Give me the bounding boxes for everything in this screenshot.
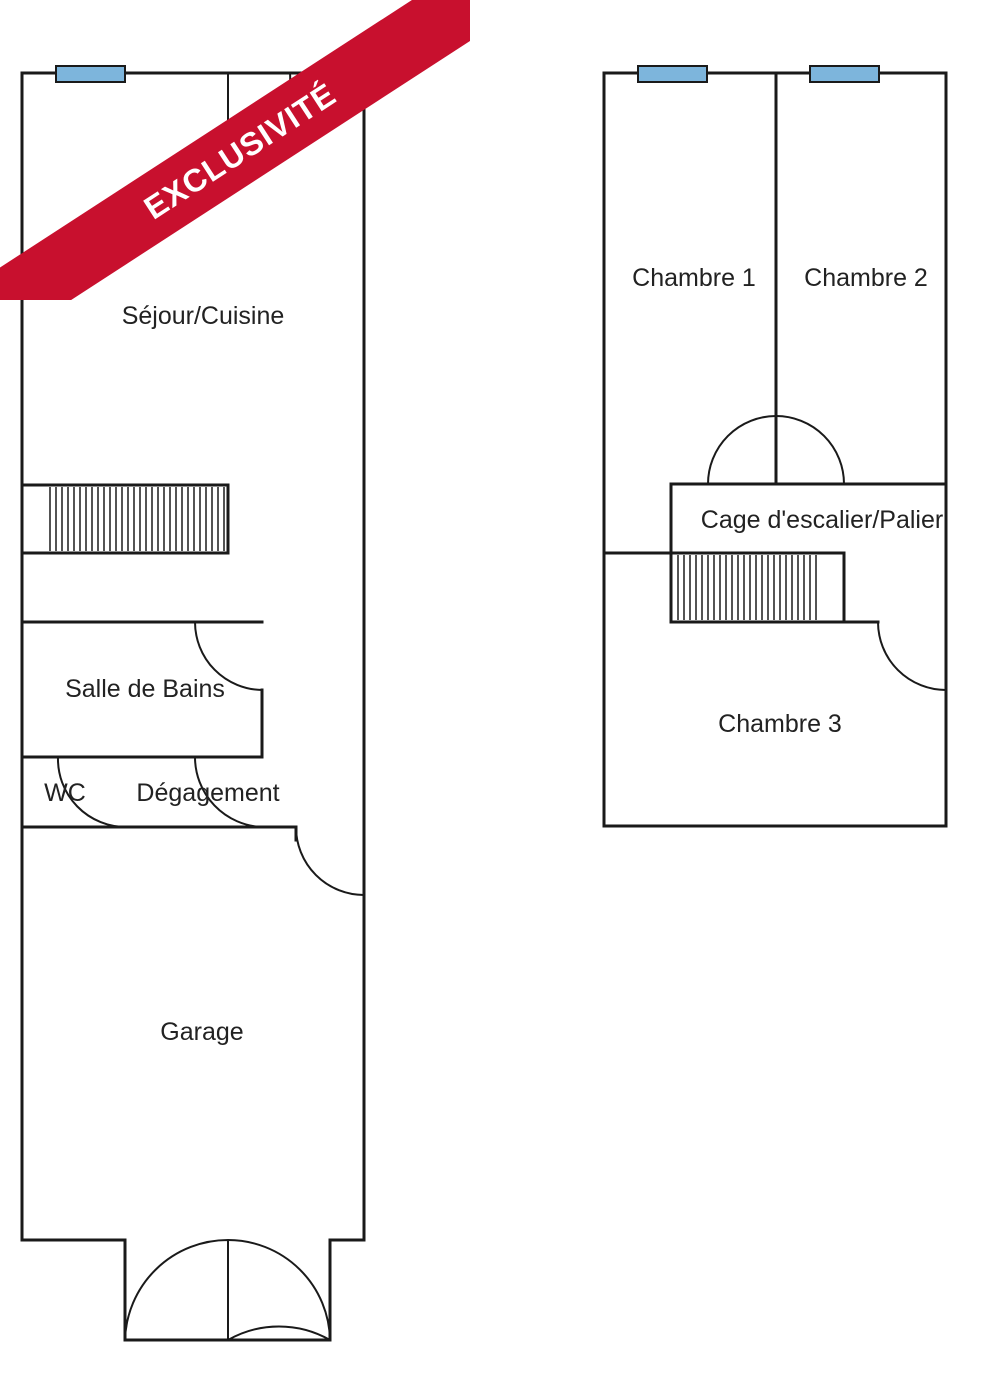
label-palier: Cage d'escalier/Palier: [701, 506, 943, 534]
door-chambre1: [707, 415, 777, 485]
label-wc: WC: [44, 779, 86, 807]
label-bains: Salle de Bains: [65, 675, 225, 703]
label-chambre1: Chambre 1: [632, 264, 756, 292]
window-chambre2: [809, 65, 880, 83]
door-sejour-top: [227, 72, 292, 142]
stair-treads-ground: [49, 487, 225, 551]
door-chambre3: [877, 621, 947, 691]
door-garage-right-arc: [227, 1239, 331, 1341]
window-sejour: [55, 65, 126, 83]
stair-treads-upper: [677, 555, 817, 620]
door-garage-right: [227, 1325, 331, 1341]
door-garage-left: [124, 1239, 229, 1341]
door-chambre2: [775, 415, 845, 485]
door-wc: [56, 756, 127, 828]
upper-floor: Chambre 1 Chambre 2 Cage d'escalier/Pali…: [602, 65, 948, 828]
bathroom-wall-right: [20, 688, 264, 759]
label-sejour: Séjour/Cuisine: [122, 302, 285, 330]
ground-floor: Séjour/Cuisine Salle de Bains WC Dégagem…: [20, 65, 366, 1342]
label-chambre2: Chambre 2: [804, 264, 928, 292]
door-bathroom: [194, 621, 263, 691]
label-degagement: Dégagement: [136, 779, 279, 807]
window-chambre1: [637, 65, 708, 83]
staircase-upper: [669, 551, 846, 624]
label-chambre3: Chambre 3: [718, 710, 842, 738]
staircase-ground: [20, 483, 230, 555]
landing-wall: [669, 482, 948, 555]
door-degagement: [193, 756, 263, 828]
door-garage-inner: [295, 826, 365, 896]
label-garage: Garage: [160, 1018, 243, 1046]
ground-outer-wall: [20, 71, 366, 1342]
